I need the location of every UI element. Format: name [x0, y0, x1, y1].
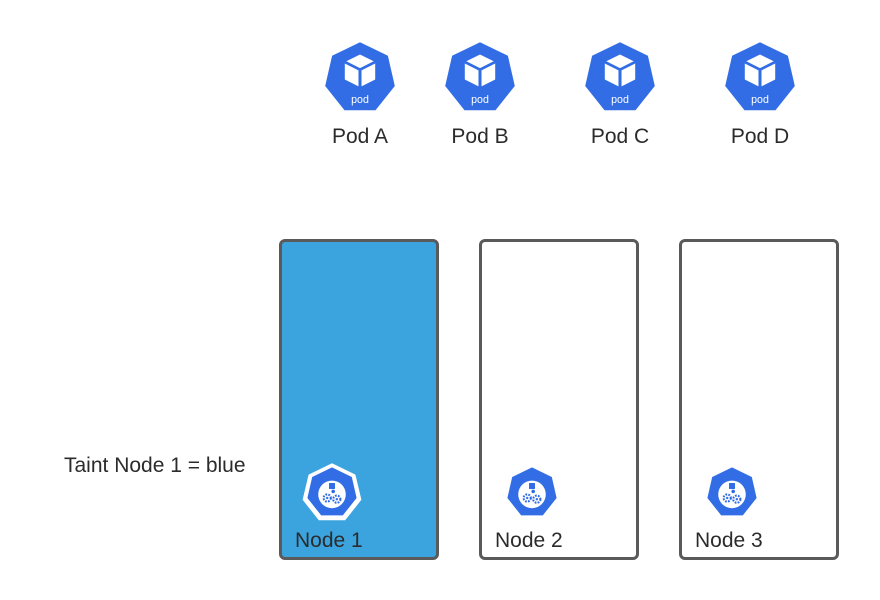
kubernetes-node-icon	[502, 463, 562, 521]
pod-icon-text: pod	[471, 94, 489, 106]
pod-label-a: Pod A	[331, 125, 389, 148]
pod-icon-text: pod	[751, 94, 769, 106]
kubernetes-pod-icon: pod	[325, 42, 395, 111]
pod-a: pod Pod A	[315, 40, 405, 155]
pod-icon-text: pod	[351, 94, 369, 106]
pod-label-d: Pod D	[730, 125, 790, 148]
pod-c: pod Pod C	[575, 40, 665, 155]
kubernetes-pod-icon: pod	[725, 42, 795, 111]
node-2: Node 2	[479, 239, 639, 560]
kubernetes-node-icon	[702, 463, 762, 521]
node-1: Node 1	[279, 239, 439, 560]
kubernetes-pod-icon: pod	[445, 42, 515, 111]
node-label-2: Node 2	[495, 529, 563, 552]
kubernetes-pod-icon: pod	[585, 42, 655, 111]
pod-label-c: Pod C	[590, 125, 650, 148]
kubernetes-node-icon	[302, 463, 362, 521]
pod-icon-text: pod	[611, 94, 629, 106]
taint-note: Taint Node 1 = blue	[64, 454, 246, 477]
pod-label-b: Pod B	[451, 125, 509, 148]
pod-b: pod Pod B	[435, 40, 525, 155]
node-label-1: Node 1	[295, 529, 363, 552]
node-label-3: Node 3	[695, 529, 763, 552]
node-3: Node 3	[679, 239, 839, 560]
pod-d: pod Pod D	[715, 40, 805, 155]
